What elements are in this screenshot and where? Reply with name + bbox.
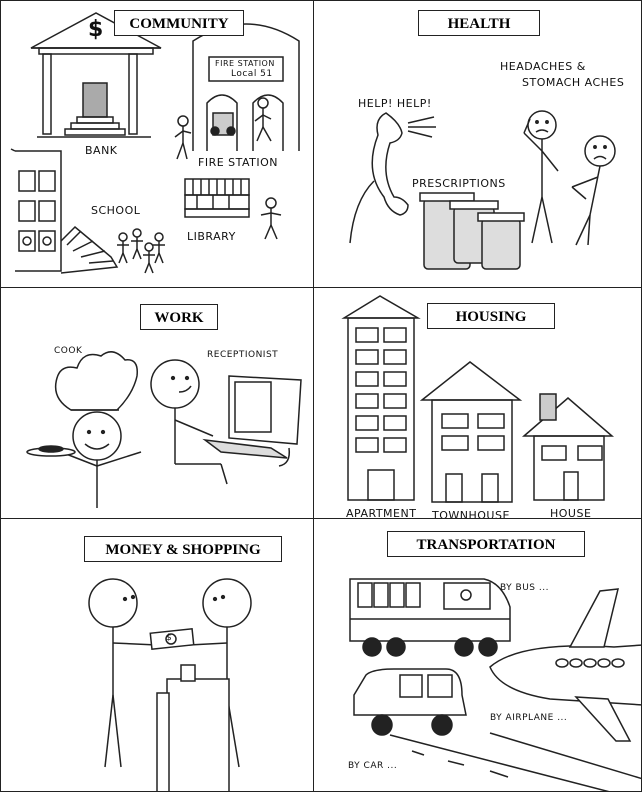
school-building-icon <box>10 148 119 274</box>
cook-label: COOK <box>54 346 83 356</box>
headaches-label-line2: STOMACH ACHES <box>522 76 625 89</box>
cook-figure-icon <box>26 351 142 508</box>
health-panel: HEALTH HELP! HELP! HEADACHES & STOMACH A… <box>313 0 642 288</box>
money-shopping-illustration <box>88 578 252 791</box>
fire-station-sign-line2: Local 51 <box>231 69 273 79</box>
bank-sign-symbol: $ <box>88 17 104 42</box>
work-illustration <box>26 351 302 508</box>
stomach-ache-person-icon <box>571 135 616 246</box>
bus-label: BY BUS ... <box>500 583 549 593</box>
panel-title: TRANSPORTATION <box>387 531 585 557</box>
firefighter-figure-icon <box>174 115 192 160</box>
fire-station-sign-line1: FIRE STATION <box>215 59 275 68</box>
library-label: LIBRARY <box>187 230 236 243</box>
dollar-bill-icon <box>149 628 195 650</box>
customer-figure-icon <box>88 578 158 768</box>
housing-panel: HOUSING APARTMENT TOWNHOUSE HOUSE <box>313 287 642 519</box>
library-books-icon <box>184 178 250 218</box>
fire-station-building-icon <box>192 23 300 151</box>
car-label: BY CAR ... <box>348 761 398 771</box>
panel-title: WORK <box>140 304 218 330</box>
panel-title: COMMUNITY <box>114 10 244 36</box>
telephone-handset-icon <box>349 112 436 244</box>
airplane-icon <box>489 588 641 742</box>
apartment-label: APARTMENT <box>346 507 417 519</box>
bank-building-icon <box>30 12 162 138</box>
car-vehicle-icon <box>353 668 467 736</box>
prescriptions-label: PRESCRIPTIONS <box>412 177 506 190</box>
panel-title: HOUSING <box>427 303 555 329</box>
reader-figure-icon <box>260 197 282 240</box>
receptionist-figure-icon <box>150 359 228 485</box>
townhouse-label: TOWNHOUSE <box>432 509 510 519</box>
headaches-label-line1: HEADACHES & <box>500 60 586 73</box>
townhouse-building-icon <box>419 361 523 503</box>
community-illustration <box>10 12 300 274</box>
receptionist-label: RECEPTIONIST <box>207 350 279 360</box>
money-shopping-panel: MONEY & SHOPPING $ <box>0 518 314 792</box>
computer-monitor-icon <box>202 375 302 467</box>
bus-vehicle-icon <box>349 578 511 657</box>
help-label: HELP! HELP! <box>358 97 432 110</box>
pill-bottles-icon <box>419 192 525 270</box>
apartment-building-icon <box>341 295 421 501</box>
airplane-label: BY AIRPLANE ... <box>490 713 568 723</box>
road-icon <box>389 732 641 791</box>
bill-dollar-symbol: $ <box>166 633 173 643</box>
health-illustration <box>349 110 616 270</box>
fire-station-label: FIRE STATION <box>198 156 279 169</box>
school-label: SCHOOL <box>91 204 141 217</box>
cash-register-icon <box>156 664 230 791</box>
housing-illustration <box>341 295 615 503</box>
bank-label: BANK <box>85 144 118 157</box>
transportation-illustration <box>349 578 641 791</box>
children-group-icon <box>117 228 165 274</box>
panel-title: HEALTH <box>418 10 540 36</box>
community-panel: COMMUNITY $ BANK FIRE STATION Local 51 F… <box>0 0 314 288</box>
panel-title: MONEY & SHOPPING <box>84 536 282 562</box>
work-panel: WORK COOK RECEPTIONIST <box>0 287 314 519</box>
headache-person-icon <box>523 110 559 244</box>
transportation-panel: TRANSPORTATION BY BUS ... BY AIRPLANE ..… <box>313 518 642 792</box>
house-building-icon <box>521 393 615 501</box>
house-label: HOUSE <box>550 507 592 519</box>
